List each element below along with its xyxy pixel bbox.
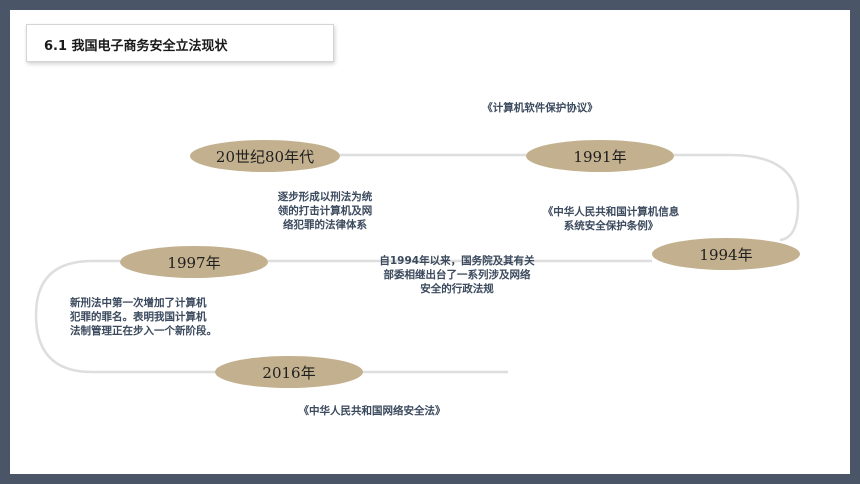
caption-1994-admin: 自1994年以来，国务院及其有关 部委相继出台了一系列涉及网络 安全的行政法规: [379, 255, 535, 295]
title-box: 6.1 我国电子商务安全立法现状: [26, 24, 334, 62]
milestone-2016: 2016年: [215, 356, 363, 388]
caption-1997: 新刑法中第一次增加了计算机 犯罪的罪名。表明我国计算机 法制管理正在步入一个新阶…: [70, 297, 217, 337]
slide: 6.1 我国电子商务安全立法现状 20世纪80年代 1991年 1994年 19…: [10, 10, 850, 474]
milestone-1994: 1994年: [652, 238, 800, 270]
caption-1980s: 逐步形成以刑法为统 领的打击计算机及网 络犯罪的法律体系: [277, 191, 373, 231]
caption-1994-regulation: 《中华人民共和国计算机信息 系统安全保护条例》: [542, 206, 680, 232]
milestone-1997: 1997年: [120, 246, 268, 278]
timeline-connector: [34, 153, 800, 374]
caption-2016: 《中华人民共和国网络安全法》: [298, 405, 446, 417]
milestone-1980s: 20世纪80年代: [190, 140, 340, 172]
milestone-1991: 1991年: [526, 140, 674, 172]
page-title: 6.1 我国电子商务安全立法现状: [44, 39, 228, 54]
caption-1991: 《计算机软件保护协议》: [482, 102, 598, 114]
